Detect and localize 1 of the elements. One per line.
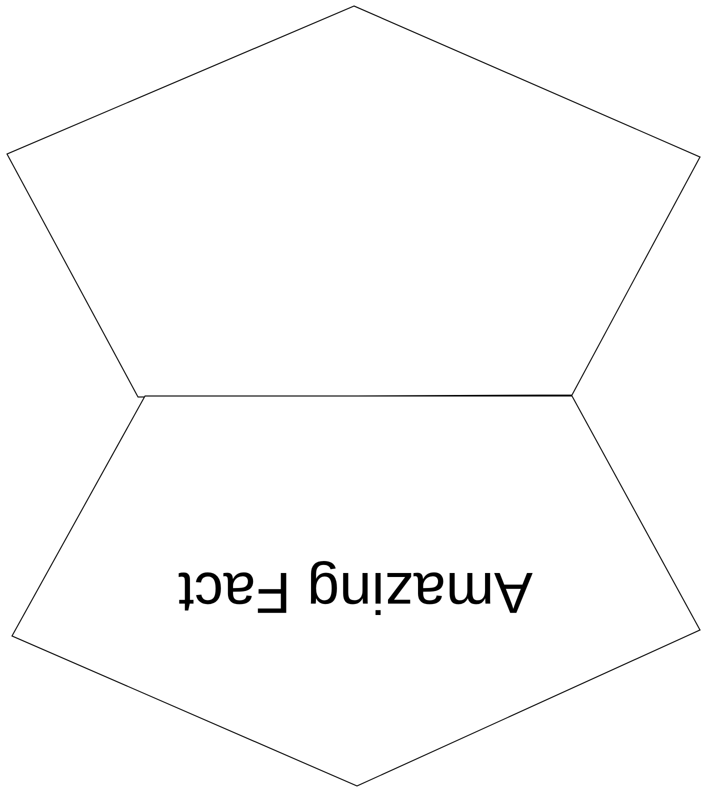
fact-text: Amazing Fact xyxy=(177,559,534,626)
